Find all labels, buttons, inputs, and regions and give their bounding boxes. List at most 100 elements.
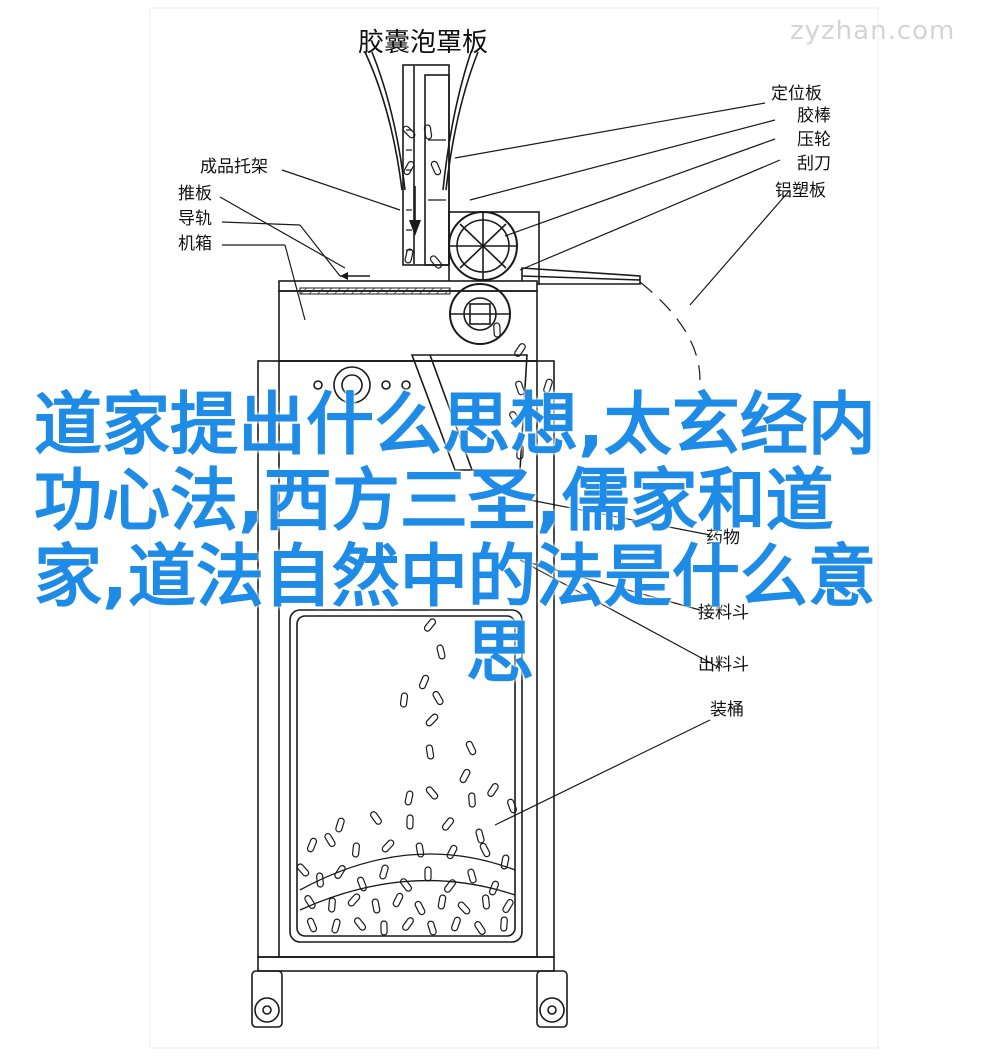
headline-line-3: 家,道法自然中的法是什么意: [34, 538, 876, 617]
capsule-mark: [306, 917, 318, 933]
capsule-mark: [335, 817, 345, 833]
capsule-mark: [474, 921, 486, 935]
capsule-mark: [430, 160, 442, 176]
capsule-mark: [500, 854, 510, 870]
label-scraper: 刮刀: [797, 154, 831, 174]
capsule-mark: [459, 768, 471, 784]
capsule-mark: [446, 844, 458, 860]
label-bucket: 装桶: [710, 700, 744, 720]
capsule-mark: [392, 892, 404, 908]
capsule-mark: [414, 900, 426, 916]
leader-lines: [219, 102, 791, 826]
capsule-mark: [406, 814, 414, 830]
capsule-mark: [479, 842, 491, 858]
capsule-mark: [425, 713, 439, 727]
capsule-mark: [543, 378, 553, 394]
capsule-mark: [415, 842, 425, 858]
label-medicine: 药物: [706, 528, 740, 548]
gear-knob: [333, 366, 371, 404]
feed-chute: [410, 354, 528, 471]
capsule-mark: [381, 839, 395, 853]
capsule-mark: [423, 618, 437, 632]
capsule-mark: [353, 917, 367, 931]
machine-drawing: [251, 51, 641, 1028]
capsule-mark: [457, 901, 471, 915]
capsule-mark: [429, 255, 443, 269]
capsule-pile: [299, 853, 516, 911]
headline-line-4: 思: [466, 614, 535, 693]
capsule-mark: [502, 898, 514, 914]
capsule-mark: [379, 864, 389, 880]
capsule-mark: [468, 792, 476, 808]
capsule-mark: [443, 879, 457, 893]
label-cabinet: 机箱: [178, 234, 212, 254]
label-guide-rail: 导轨: [178, 209, 212, 229]
capsule-mark: [347, 893, 361, 907]
collection-bucket: [289, 609, 523, 943]
capsule-mark: [324, 832, 336, 848]
hopper-right-curve: [445, 51, 479, 191]
capsule-mark: [475, 828, 485, 844]
capsule-mark: [404, 248, 414, 264]
capsule-mark: [380, 920, 388, 936]
capsule-mark: [509, 411, 521, 425]
label-product-tray: 成品托架: [200, 157, 268, 177]
label-discharge-hopper: 出料斗: [698, 655, 749, 675]
capsule-mark: [399, 878, 413, 892]
capsule-mark: [515, 380, 525, 396]
capsule-mark: [487, 783, 499, 797]
capsule-mark: [451, 916, 461, 932]
diagram-title: 胶囊泡罩板: [358, 28, 488, 58]
label-aluminum-plate: 铝塑板: [775, 181, 826, 201]
label-positioning-plate: 定位板: [771, 84, 822, 104]
capsule-mark: [402, 917, 414, 931]
capsule-mark: [481, 894, 491, 910]
watermark-text: zyzhan.com: [790, 16, 956, 46]
diagram-panel: [149, 7, 879, 1049]
headline-overlay: 道家提出什么思想,太玄经内 功心法,西方三圣,儒家和道 家,道法自然中的法是什么…: [34, 388, 934, 692]
capsule-mark: [427, 920, 437, 936]
capsule-mark: [328, 897, 336, 913]
diagram-labels: 胶囊泡罩板 定位板 胶棒 压轮 刮刀 铝塑板 成品托架 推板 导轨 机箱 药物 …: [178, 28, 831, 720]
label-rubber-roller: 胶棒: [797, 106, 831, 126]
hopper-left-curve: [364, 51, 403, 191]
capsule-mark: [465, 740, 477, 756]
capsule-mark: [441, 817, 455, 831]
capsule-mark: [500, 916, 508, 932]
right-wheel: [536, 970, 568, 1028]
capsule-mark: [507, 798, 517, 814]
capsule-mark: [304, 895, 316, 909]
capsule-mark: [493, 322, 501, 338]
capsule-mark: [467, 868, 477, 884]
left-wheel: [251, 970, 283, 1028]
capsule-mark: [403, 160, 415, 176]
capsule-mark: [370, 811, 382, 825]
capsule-mark: [351, 842, 361, 858]
capsule-mark: [356, 876, 368, 892]
capsule-mark: [436, 644, 446, 660]
capsule-mark: [425, 786, 439, 800]
label-push-plate: 推板: [178, 184, 212, 204]
label-feed-hopper: 接料斗: [698, 603, 749, 623]
capsule-mark: [334, 865, 346, 879]
capsule-mark: [331, 918, 341, 934]
headline-line-2: 功心法,西方三圣,儒家和道: [34, 462, 834, 541]
capsule-mark: [296, 863, 310, 877]
capsule-mark: [514, 343, 526, 357]
capsule-mark: [404, 790, 414, 806]
capsule-mark: [425, 744, 435, 760]
headline-line-1: 道家提出什么思想,太玄经内: [34, 386, 876, 465]
capsule-mark: [516, 444, 524, 460]
capsule-mark: [418, 674, 430, 690]
capsule-mark: [488, 880, 500, 896]
capsule-mark: [316, 872, 324, 888]
capsule-mark: [423, 124, 433, 140]
capsule-mark: [432, 690, 444, 706]
capsule-marks: [296, 124, 553, 936]
aluminum-plate-wedge: [521, 267, 641, 285]
capsule-mark: [371, 898, 381, 914]
capsule-mark: [399, 692, 409, 708]
capsule-mark: [402, 125, 416, 139]
capsule-mark: [437, 894, 447, 910]
